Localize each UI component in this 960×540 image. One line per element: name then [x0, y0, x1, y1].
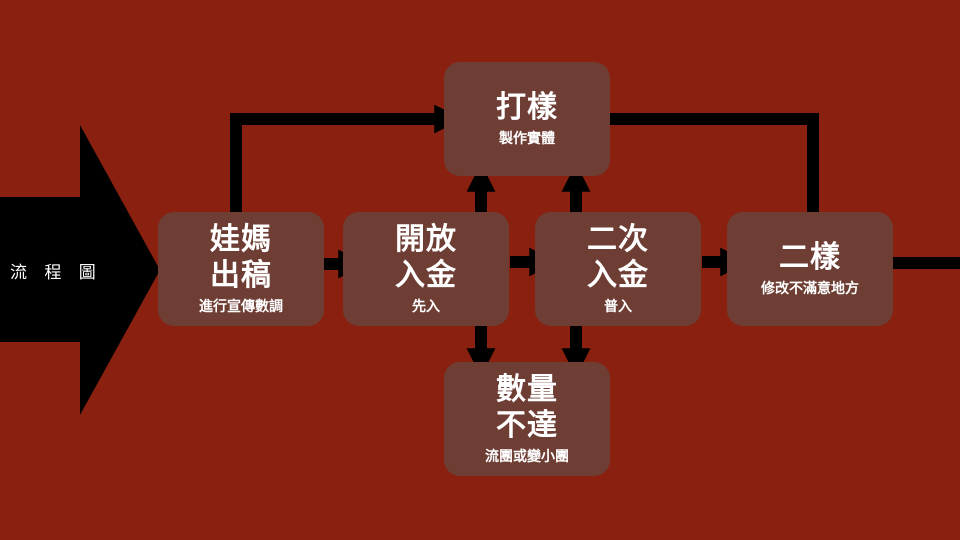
- node-shortfall-subtitle: 流團或變小團: [485, 449, 569, 465]
- node-shortfall-title-2: 不達: [496, 408, 558, 443]
- node-second: 二次 入金 普入: [535, 212, 701, 326]
- node-sample: 打樣 製作實體: [444, 62, 610, 176]
- flow-label: 流 程 圖: [10, 263, 102, 283]
- node-second-title-2: 入金: [587, 258, 649, 293]
- connector-sample-secondsample: [610, 113, 828, 246]
- node-preorder: 開放 入金 先入: [343, 212, 509, 326]
- node-preorder-subtitle: 先入: [412, 299, 440, 315]
- node-second-title-1: 二次: [587, 222, 649, 257]
- node-sample-subtitle: 製作實體: [499, 131, 555, 147]
- node-sample-title: 打樣: [496, 90, 558, 125]
- node-second-subtitle: 普入: [604, 299, 632, 315]
- node-second-sample-title: 二樣: [779, 240, 841, 275]
- node-shortfall: 數量 不達 流團或變小團: [444, 362, 610, 476]
- node-draft-subtitle: 進行宣傳數調: [199, 299, 283, 315]
- node-draft-title-2: 出稿: [210, 258, 272, 293]
- node-draft: 娃媽 出稿 進行宣傳數調: [158, 212, 324, 326]
- node-preorder-title-1: 開放: [395, 222, 457, 257]
- node-preorder-title-2: 入金: [395, 258, 457, 293]
- connector-draft-sample: [230, 104, 464, 214]
- node-draft-title-1: 娃媽: [210, 222, 272, 257]
- node-second-sample: 二樣 修改不滿意地方: [727, 212, 893, 326]
- node-second-sample-subtitle: 修改不滿意地方: [761, 281, 859, 297]
- big-left-arrow: [0, 125, 160, 415]
- node-shortfall-title-1: 數量: [496, 372, 558, 407]
